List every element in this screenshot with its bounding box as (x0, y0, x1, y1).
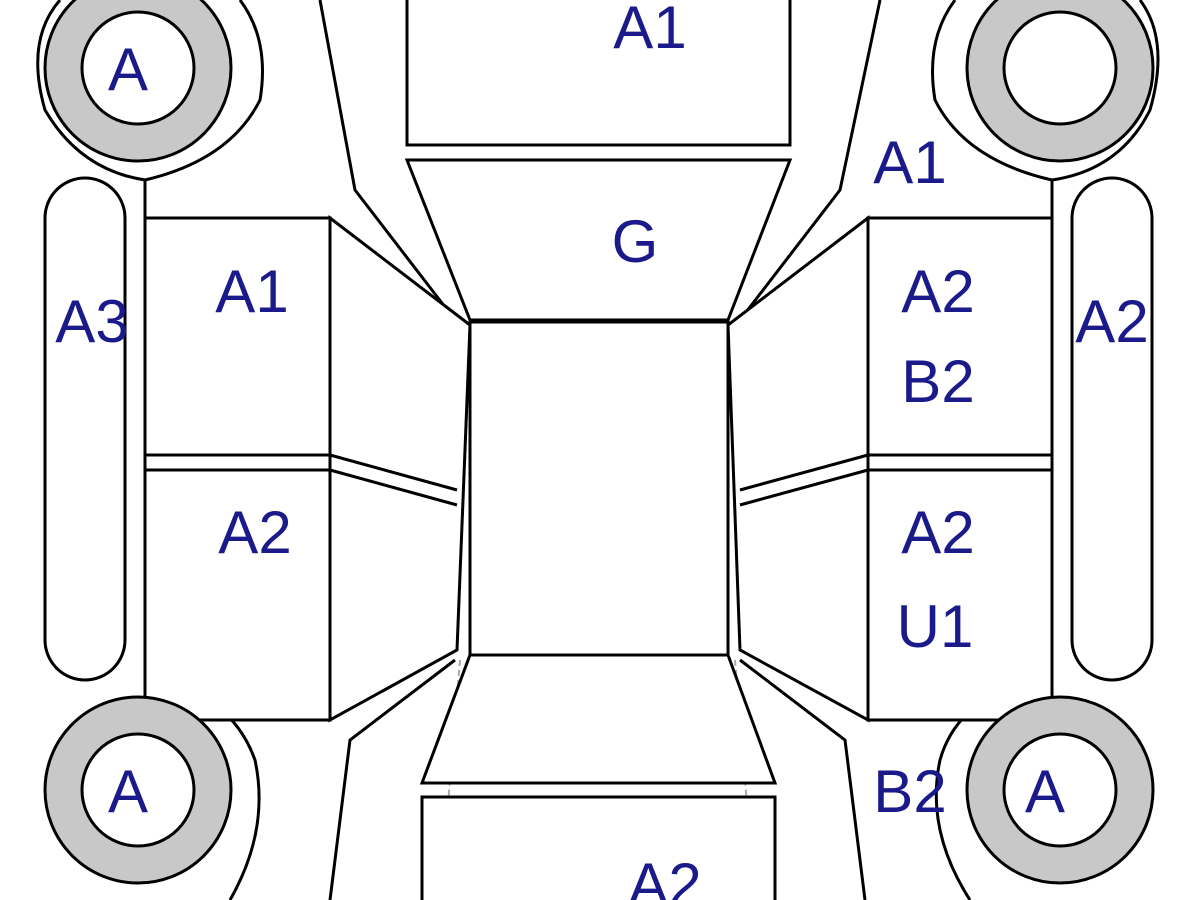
hood-label: A1 (613, 0, 686, 61)
right-front-contour (738, 0, 882, 321)
wheel-well-front-right (1051, 0, 1160, 182)
right-rear-door-label-1: A2 (901, 499, 974, 566)
wheel-rear-left-label: A (108, 758, 148, 825)
left-rear-contour (328, 658, 456, 900)
right-sill-label: A2 (1075, 288, 1148, 355)
right-rear-contour (739, 658, 867, 900)
wheel-well-front-left (36, 0, 146, 182)
wheel-front-left[interactable] (43, 0, 233, 163)
windshield-label: G (612, 208, 659, 275)
rear-window-panel[interactable] (419, 653, 778, 785)
front-right-fender-label: A1 (873, 129, 946, 196)
right-window-panel[interactable] (726, 214, 870, 723)
right-front-door[interactable] (866, 216, 1054, 457)
left-rear-door-label: A2 (218, 499, 291, 566)
front-right-arch (931, 0, 1053, 182)
right-rear-door-label-2: U1 (897, 593, 974, 660)
front-left-arch (144, 0, 264, 182)
wheel-rear-left[interactable] (43, 695, 233, 885)
windshield-panel[interactable] (404, 158, 793, 322)
left-front-door[interactable] (143, 216, 332, 457)
left-rear-door[interactable] (143, 468, 332, 722)
right-front-door-label-1: A2 (901, 258, 974, 325)
wheel-front-left-label: A (108, 36, 148, 103)
right-rear-door[interactable] (866, 468, 1054, 722)
left-sill-label: A3 (55, 288, 128, 355)
left-b-pillar (329, 453, 458, 507)
roof-panel[interactable] (468, 320, 730, 657)
hood-panel[interactable] (405, 0, 792, 147)
wheel-rear-right[interactable] (965, 695, 1155, 885)
left-sill[interactable] (43, 176, 127, 682)
wheel-front-right[interactable] (965, 0, 1155, 163)
trunk-label: A2 (628, 851, 701, 900)
left-front-contour (318, 0, 457, 321)
wheel-rear-right-label: A (1025, 758, 1065, 825)
right-front-door-label-2: B2 (901, 348, 974, 415)
rear-right-fender-label: B2 (873, 758, 946, 825)
right-sill[interactable] (1070, 176, 1154, 682)
trunk-panel[interactable] (420, 795, 777, 900)
right-b-pillar (739, 453, 869, 507)
left-window-panel[interactable] (328, 214, 472, 723)
left-front-door-label: A1 (215, 258, 288, 325)
